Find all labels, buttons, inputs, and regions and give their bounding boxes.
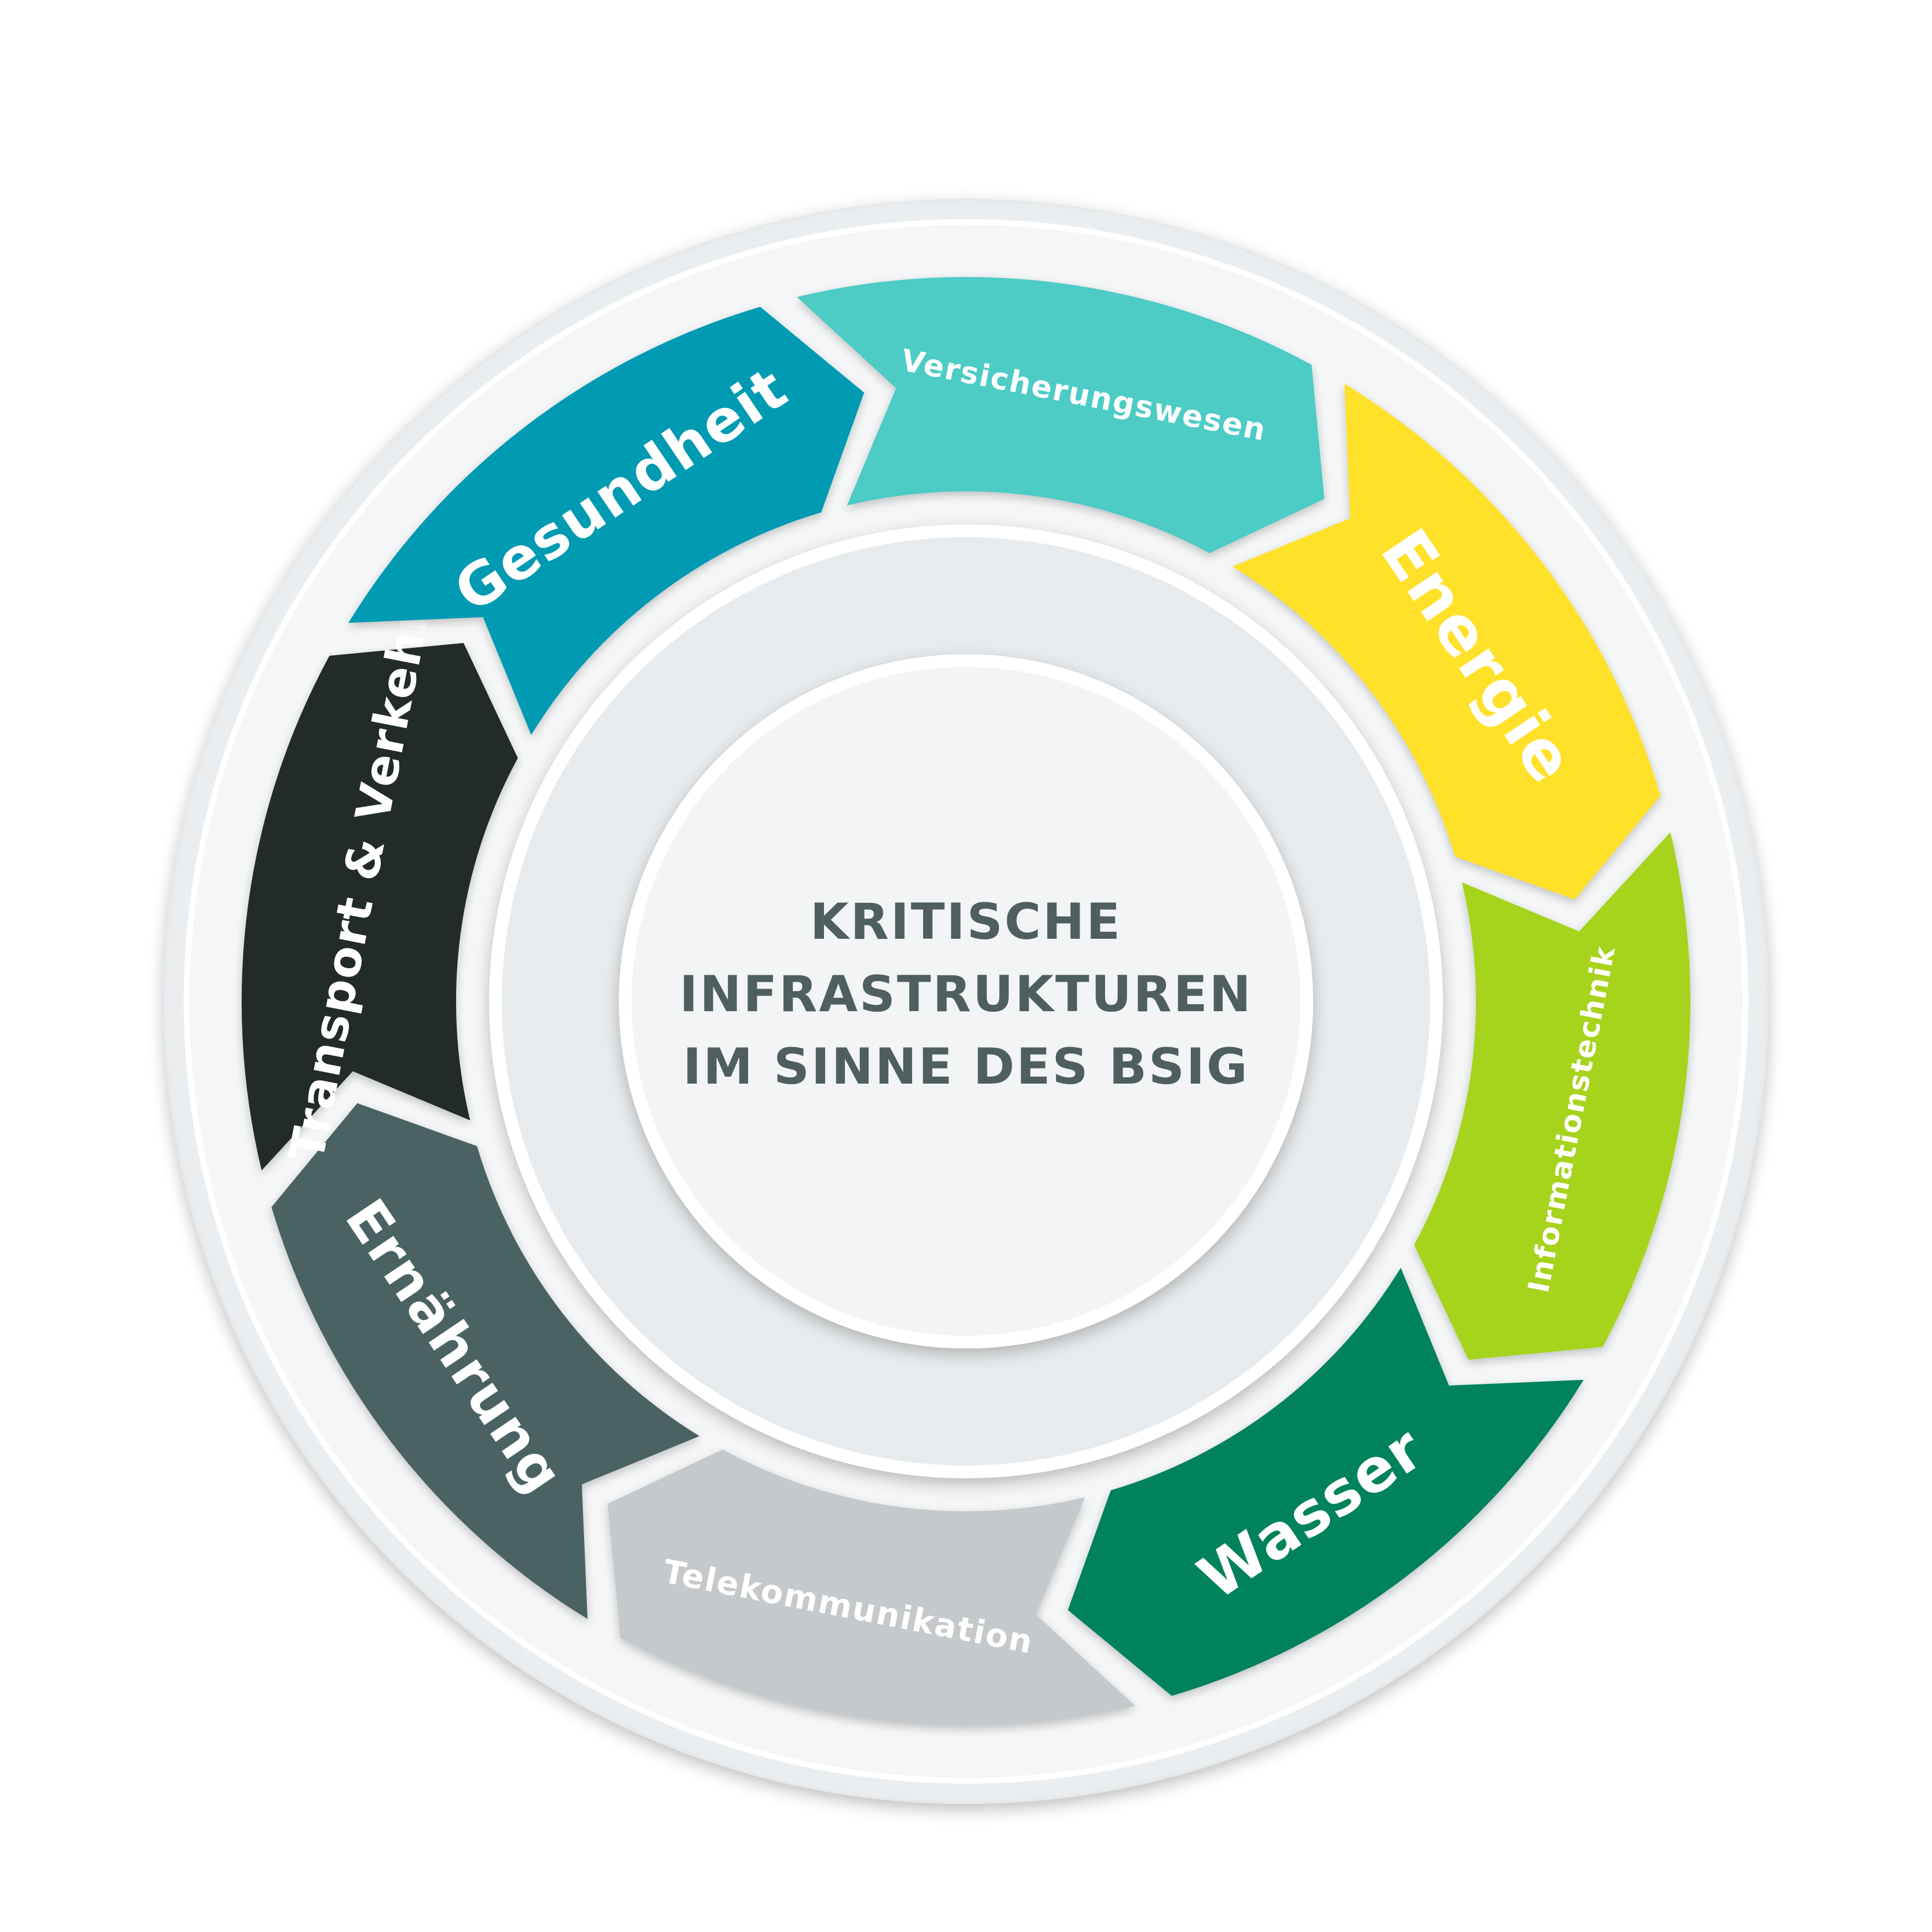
sector-arrow-4 [1067, 1267, 1584, 1696]
center-title-line-2: INFRASTRUKTUREN [679, 965, 1252, 1023]
center-title: KRITISCHE INFRASTRUKTUREN IM SINNE DES B… [679, 893, 1252, 1096]
inner-disc-center [619, 654, 1313, 1348]
sector-arrow-2 [1232, 384, 1661, 900]
center-title-line-3: IM SINNE DES BSIG [683, 1038, 1249, 1096]
sector-arrow-1 [797, 276, 1325, 553]
sector-arrow-7 [241, 643, 518, 1171]
center-title-line-1: KRITISCHE [810, 893, 1122, 951]
sector-arrow-8 [348, 307, 865, 735]
sector-arrow-6 [271, 1103, 700, 1619]
sector-arrow-5 [607, 1449, 1135, 1726]
sector-arrow-3 [1414, 832, 1691, 1360]
